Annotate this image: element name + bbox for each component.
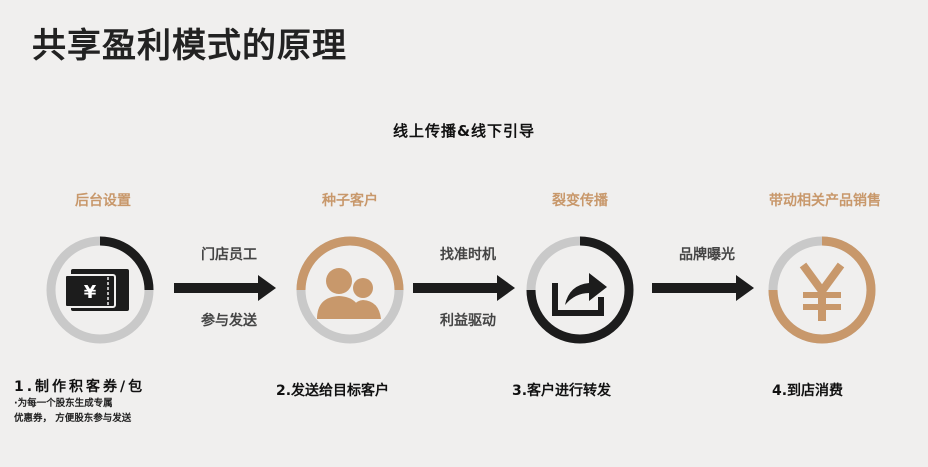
- svg-text:¥: ¥: [84, 282, 97, 303]
- step-1-ring: ¥: [46, 236, 154, 344]
- step-label-seed-customers: 种子客户: [322, 193, 378, 209]
- arrow-right-icon: [652, 275, 754, 301]
- page-title: 共享盈利模式的原理: [32, 26, 347, 66]
- arrow-2-top-label: 找准时机: [440, 247, 496, 263]
- step-label-backend-setup: 后台设置: [75, 193, 131, 209]
- arrow-2-bottom-label: 利益驱动: [440, 313, 496, 329]
- caption-step-2: 2.发送给目标客户: [276, 383, 390, 399]
- yen-icon: [799, 262, 845, 321]
- caption-step-3: 3.客户进行转发: [512, 383, 612, 399]
- arrow-right-icon: [174, 275, 276, 301]
- step-3-ring: [526, 236, 634, 344]
- caption-step-1-detail-2: 优惠券， 方便股东参与发送: [14, 413, 132, 424]
- arrow-3-top-label: 品牌曝光: [679, 247, 735, 263]
- step-label-product-sales: 带动相关产品销售: [769, 193, 881, 209]
- arrow-2: 找准时机 利益驱动: [413, 247, 523, 329]
- arrow-1-top-label: 门店员工: [201, 247, 257, 263]
- caption-step-1-detail-1: ·为每一个股东生成专属: [14, 398, 113, 409]
- subtitle: 线上传播&线下引导: [392, 122, 536, 140]
- caption-step-4: 4.到店消费: [772, 383, 844, 399]
- caption-step-1-title: 1.制作积客券/包: [14, 379, 146, 395]
- share-icon: [552, 273, 607, 316]
- ticket-yen-icon: ¥: [64, 269, 129, 311]
- arrow-right-icon: [413, 275, 515, 301]
- step-2-ring: [296, 236, 404, 344]
- caption-step-1: 1.制作积客券/包 ·为每一个股东生成专属 优惠券， 方便股东参与发送: [14, 376, 145, 426]
- step-4-ring: [768, 236, 876, 344]
- people-icon: [317, 268, 381, 319]
- arrow-1-bottom-label: 参与发送: [201, 313, 257, 329]
- arrow-1: 门店员工 参与发送: [174, 247, 284, 329]
- step-label-viral-spread: 裂变传播: [552, 193, 608, 209]
- arrow-3: 品牌曝光: [652, 247, 762, 328]
